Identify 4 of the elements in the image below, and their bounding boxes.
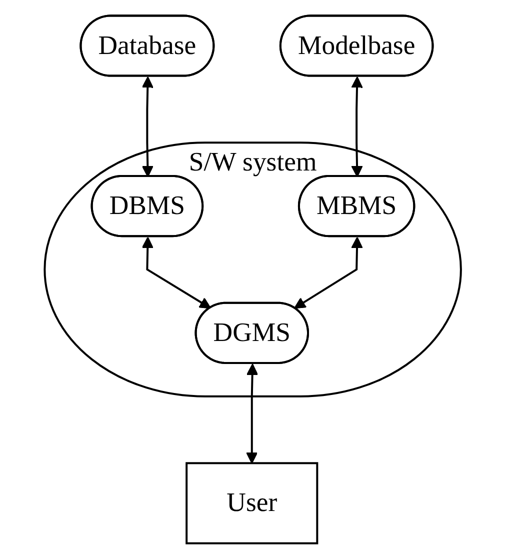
arrow: [294, 236, 363, 309]
arrow: [246, 364, 258, 464]
arrow: [141, 236, 211, 309]
node-box: User: [185, 462, 318, 544]
